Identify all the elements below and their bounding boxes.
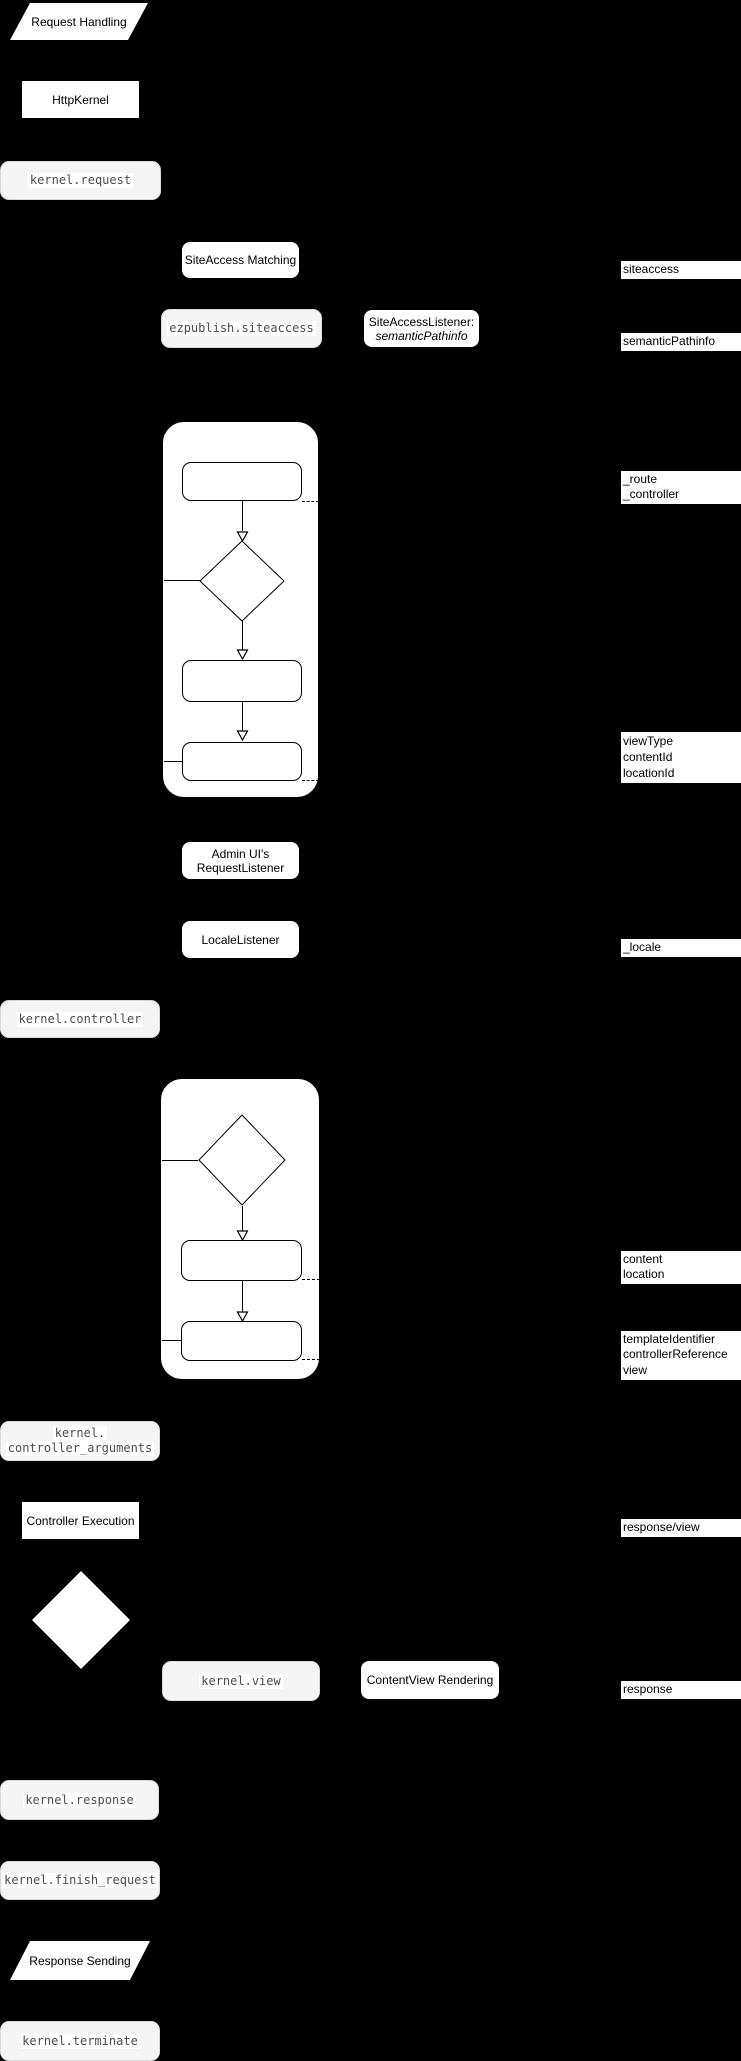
arrow-down-icon xyxy=(236,730,249,741)
kernel-request-event: kernel.request xyxy=(0,161,161,200)
locale-listener-label: LocaleListener xyxy=(201,932,280,947)
httpkernel-node: HttpKernel xyxy=(21,80,140,119)
label-content-location: content location xyxy=(621,1251,741,1284)
controller-execution-label: Controller Execution xyxy=(26,1513,135,1528)
view-matching-node xyxy=(181,1321,302,1361)
siteaccess-matching-label: SiteAccess Matching xyxy=(184,253,297,267)
label-route-controller: _route _controller xyxy=(621,471,741,504)
arrow-down-icon xyxy=(236,1230,249,1241)
connector-line xyxy=(242,1281,243,1312)
admin-request-listener-node: Admin UI's RequestListener xyxy=(181,841,300,880)
connector-dashed xyxy=(302,1359,320,1360)
route-matches-text xyxy=(199,540,285,623)
label-line: _route xyxy=(623,472,658,486)
ezpublish-siteaccess-label: ezpublish.siteaccess xyxy=(167,321,316,336)
label-line: response xyxy=(623,1682,673,1696)
label-line: _controller xyxy=(623,487,680,501)
ezpublish-siteaccess-event: ezpublish.siteaccess xyxy=(161,309,322,348)
connector-line xyxy=(242,1206,243,1231)
kernel-finish-request-label: kernel.finish_request xyxy=(2,1873,158,1888)
arrow-down-icon xyxy=(236,531,249,542)
kernel-view-label: kernel.view xyxy=(199,1673,283,1689)
label-line: _locale xyxy=(623,940,662,954)
contentview-rendering-node: ContentView Rendering xyxy=(360,1660,500,1700)
routing-yes-line xyxy=(164,580,201,581)
routing-container xyxy=(162,421,319,798)
label-line: response/view xyxy=(623,1520,700,1534)
controller-execution-node: Controller Execution xyxy=(21,1501,140,1540)
label-semantic-pathinfo: semanticPathinfo xyxy=(621,333,741,351)
url-alias-router-node xyxy=(182,742,302,781)
label-line: content xyxy=(623,1252,663,1266)
label-template-controller-reference: templateIdentifier controllerReference xyxy=(621,1331,741,1364)
label-line: controllerReference xyxy=(623,1347,728,1361)
arrow-down-icon xyxy=(236,649,249,660)
connector-line xyxy=(162,1340,181,1341)
label-line: locationId xyxy=(623,766,675,780)
label-line: viewType xyxy=(623,734,674,748)
siteaccess-listener-line2: semanticPathinfo xyxy=(375,328,468,343)
label-response-view: response/view xyxy=(621,1519,741,1537)
siteaccess-listener-line1: SiteAccessListener: xyxy=(368,314,475,329)
kernel-response-label: kernel.response xyxy=(23,1792,136,1808)
connector-dashed xyxy=(302,1279,320,1280)
kernel-response-event: kernel.response xyxy=(0,1780,159,1820)
admin-request-listener-line1: Admin UI's xyxy=(211,846,270,861)
url-wildcard-router-node xyxy=(182,660,302,702)
content-view-builder-node xyxy=(181,1240,302,1281)
vcl-no-line xyxy=(162,1160,198,1161)
kernel-controller-arguments-line2: controller_arguments xyxy=(5,1441,155,1456)
label-viewtype-contentid-locationid: viewType contentId locationId xyxy=(621,732,741,783)
httpkernel-label: HttpKernel xyxy=(52,92,109,107)
response-sending-node: Response Sending xyxy=(10,1941,150,1980)
kernel-controller-arguments-line1: kernel. xyxy=(52,1426,108,1441)
ibexa-content-text xyxy=(198,1114,286,1206)
view-controller-listener-container xyxy=(160,1078,320,1380)
kernel-view-event: kernel.view xyxy=(162,1661,320,1701)
label-siteaccess: siteaccess xyxy=(621,261,741,279)
connector-dashed xyxy=(302,780,319,781)
connector-line xyxy=(164,761,182,762)
label-line: contentId xyxy=(623,750,673,764)
controller-returns-response-diamond xyxy=(32,1571,130,1669)
contentview-rendering-label: ContentView Rendering xyxy=(366,1673,494,1687)
label-line: templateIdentifier xyxy=(623,1332,716,1346)
request-handling-label: Request Handling xyxy=(31,14,127,29)
siteaccess-listener-node: SiteAccessListener: semanticPathinfo xyxy=(363,309,480,348)
response-sending-label: Response Sending xyxy=(29,1953,131,1968)
label-line: location xyxy=(623,1267,665,1281)
default-router-node xyxy=(182,462,302,501)
connector-line xyxy=(242,501,243,531)
label-response: response xyxy=(621,1681,741,1699)
kernel-request-label: kernel.request xyxy=(27,173,134,188)
label-line: view xyxy=(623,1363,648,1377)
ibexa-content-diamond xyxy=(198,1114,286,1206)
siteaccess-matching-node: SiteAccess Matching xyxy=(181,241,300,279)
kernel-controller-arguments-event: kernel. controller_arguments xyxy=(0,1421,160,1461)
kernel-controller-label: kernel.controller xyxy=(16,1011,144,1027)
admin-request-listener-line2: RequestListener xyxy=(196,860,285,875)
routing-title xyxy=(163,427,318,442)
kernel-controller-event: kernel.controller xyxy=(0,1000,160,1038)
label-view: view xyxy=(621,1362,741,1380)
label-locale: _locale xyxy=(621,939,741,957)
connector-line xyxy=(242,621,243,650)
label-line: semanticPathinfo xyxy=(623,334,716,348)
request-handling-node: Request Handling xyxy=(10,3,148,40)
kernel-terminate-event: kernel.terminate xyxy=(0,2021,160,2061)
label-line: siteaccess xyxy=(623,262,680,276)
arrow-down-icon xyxy=(236,1311,249,1322)
connector-line xyxy=(242,702,243,731)
kernel-finish-request-event: kernel.finish_request xyxy=(0,1861,160,1900)
locale-listener-node: LocaleListener xyxy=(181,920,300,959)
connector-dashed xyxy=(302,501,319,502)
kernel-terminate-label: kernel.terminate xyxy=(20,2033,140,2049)
